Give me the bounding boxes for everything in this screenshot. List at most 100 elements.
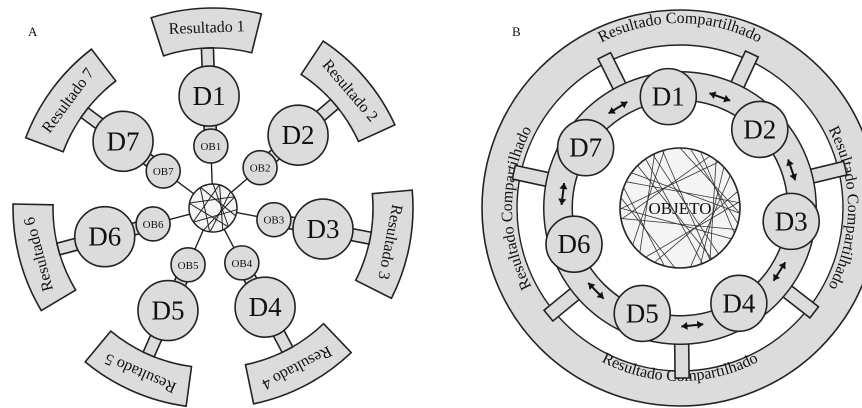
object-hatch-line [620, 161, 719, 210]
object-hatch-line [199, 187, 211, 232]
result-label-1: Resultado 1 [168, 18, 245, 38]
activity-system-b-3: D3 [762, 192, 820, 251]
d-node-2 [267, 104, 329, 166]
d-node-label-5: D5 [151, 296, 184, 326]
d-node-b-6 [545, 215, 603, 273]
exchange-arrow [608, 100, 628, 115]
d-node-5 [137, 279, 199, 342]
object-hatch-line [700, 151, 735, 234]
object-hatch-line [623, 187, 665, 267]
object-hatch-line [200, 187, 237, 217]
result-tab-5 [84, 329, 193, 408]
d-node-7 [92, 110, 154, 173]
d-node-b-1 [639, 67, 698, 126]
exchange-arrow [772, 261, 787, 282]
activity-system-b-5: D5 [613, 284, 672, 343]
ob-node-7 [145, 153, 182, 189]
ob-node-label-7: OB7 [153, 166, 174, 178]
d-node-label-2: D2 [282, 120, 315, 150]
object-hatch-line [189, 196, 235, 204]
exchange-arrow [681, 320, 704, 330]
object-hatch-line [709, 160, 717, 260]
object-hatch-line [645, 158, 703, 264]
d-node-b-label-1: D1 [652, 82, 685, 112]
activity-system-b-6: D6 [545, 215, 603, 273]
d-node-b-4 [710, 274, 768, 333]
ob-node-label-3: OB3 [263, 215, 284, 227]
object-hatch-line [662, 150, 711, 261]
exchange-arrow [558, 182, 568, 205]
object-hatch-line [193, 209, 237, 223]
object-hatch-line [219, 184, 224, 230]
d-node-label-1: D1 [193, 81, 226, 111]
d-node-1 [178, 65, 240, 127]
ob-node-1 [193, 128, 229, 164]
d-node-b-label-5: D5 [626, 298, 659, 328]
result-tab-2 [300, 39, 396, 143]
exchange-arrow [587, 282, 605, 300]
d-node-b-2 [730, 100, 789, 159]
d-node-b-3 [762, 192, 820, 251]
shared-object-a [188, 183, 238, 233]
d-node-label-7: D7 [107, 126, 140, 156]
object-hatch-line [632, 149, 665, 246]
d-node-b-label-7: D7 [569, 133, 602, 163]
object-hatch-line [690, 175, 731, 268]
object-hatch-line [700, 166, 725, 265]
object-hatch-line [620, 197, 676, 268]
d-node-label-6: D6 [88, 222, 121, 252]
result-tab-4 [244, 322, 353, 405]
d-node-label-3: D3 [306, 214, 339, 244]
ob-node-5 [170, 246, 206, 283]
ob-node-2 [242, 149, 278, 186]
result-tab-1 [150, 7, 263, 57]
d-node-b-label-4: D4 [722, 288, 755, 318]
d-node-3 [292, 198, 354, 260]
panel-a-letter: A [28, 24, 38, 39]
activity-system-b-7: D7 [556, 118, 615, 177]
ob-node-label-4: OB4 [231, 258, 252, 270]
shared-object-b: OBJETO [619, 147, 741, 269]
object-hatch-line [192, 184, 220, 223]
d-node-6 [73, 205, 136, 268]
d-node-b-label-2: D2 [743, 114, 776, 144]
ob-node-label-2: OB2 [250, 163, 271, 175]
d-node-label-4: D4 [249, 292, 282, 322]
d-node-b-label-3: D3 [775, 206, 808, 236]
activity-system-b-2: D2 [730, 100, 789, 159]
object-hatch-line [639, 153, 656, 253]
object-hatch-line [631, 172, 740, 214]
activity-system-b-4: D4 [710, 274, 768, 333]
d-node-4 [234, 276, 296, 338]
activity-system-b-1: D1 [639, 67, 698, 126]
object-hatch-line [189, 202, 229, 228]
d-node-b-7 [556, 118, 615, 177]
exchange-arrow [709, 91, 731, 103]
exchange-arrow [786, 159, 798, 181]
object-hatch-line [690, 148, 739, 224]
d-node-b-label-6: D6 [558, 229, 591, 259]
ob-node-label-6: OB6 [143, 219, 164, 231]
result-tab-3 [354, 189, 414, 300]
panel-b-letter: B [512, 24, 521, 39]
ob-node-label-1: OB1 [200, 141, 221, 153]
ob-node-3 [256, 201, 292, 238]
object-hatch-line [645, 201, 740, 258]
ob-node-label-5: OB5 [178, 260, 199, 272]
object-hatch-line [620, 207, 732, 240]
object-hatch-line [203, 196, 235, 231]
d-node-b-5 [613, 284, 672, 343]
ob-node-6 [135, 206, 171, 242]
object-hatch-line [679, 148, 740, 214]
ob-node-4 [224, 245, 260, 281]
exchange-arrows [558, 91, 798, 330]
result-tab-6 [12, 203, 77, 312]
result-tab-7 [24, 48, 117, 153]
panel-b-shared-system: B Resultado Compartilhado Resultado Comp… [481, 9, 862, 407]
